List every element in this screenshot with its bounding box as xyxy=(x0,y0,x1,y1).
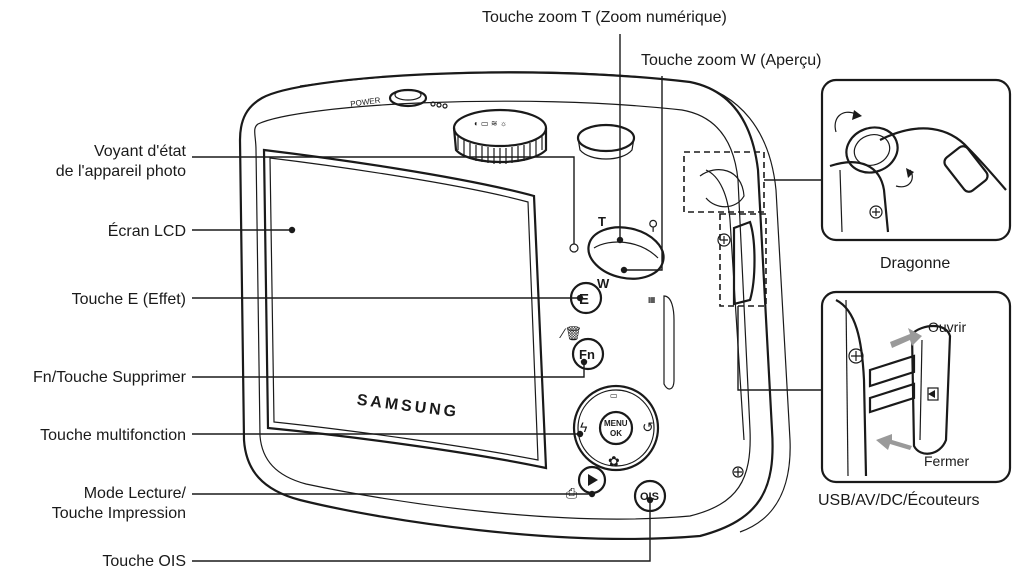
flash-icon: ϟ xyxy=(580,419,588,435)
zoom-w-mark: W xyxy=(597,276,610,291)
playback-label-line2: Touche Impression xyxy=(52,505,186,522)
status-lamp-leader xyxy=(192,156,575,244)
close-label: Fermer xyxy=(924,453,969,469)
side-grip xyxy=(663,295,675,390)
e-button-label: Touche E (Effet) xyxy=(72,291,186,308)
strap-eyelet xyxy=(699,169,745,208)
close-arrow xyxy=(876,434,912,450)
zoom-rocker[interactable]: T W ⚲ ▦ xyxy=(584,214,669,304)
ports-dashed-box xyxy=(719,213,767,307)
ois-leader xyxy=(192,500,651,562)
self-timer-icon: ↺ xyxy=(642,419,654,435)
trash-icon: ⁄🗑 xyxy=(559,325,582,341)
status-lamp-label-line1: Voyant d'état xyxy=(94,143,187,160)
open-arrow xyxy=(890,328,922,348)
ports-inset xyxy=(820,290,1012,484)
screw xyxy=(732,466,744,478)
menu-key-line1: MENU xyxy=(604,419,628,428)
fn-button-leader xyxy=(192,362,585,378)
zoom-w-label: Touche zoom W (Aperçu) xyxy=(641,52,822,69)
svg-text:Fn: Fn xyxy=(579,347,595,362)
print-icon: ⎙ xyxy=(566,485,577,501)
status-lamp xyxy=(569,243,579,253)
fn-button[interactable]: Fn xyxy=(571,337,605,371)
playback-button[interactable]: ⎙ xyxy=(566,465,607,501)
multifunction-pad[interactable]: MENU OK ▭ ϟ ↺ ✿ xyxy=(572,384,660,472)
open-label: Ouvrir xyxy=(928,319,966,335)
status-lamp-label-line2: de l'appareil photo xyxy=(56,163,186,180)
svg-text:◐ ▭ ≋ ☼: ◐ ▭ ≋ ☼ xyxy=(474,119,507,128)
strap-label: Dragonne xyxy=(880,255,950,272)
port-door[interactable] xyxy=(717,220,756,306)
ports-connector xyxy=(737,306,822,391)
multi-button-label: Touche multifonction xyxy=(40,427,186,444)
svg-text:E: E xyxy=(579,291,589,308)
zoom-w-leader xyxy=(624,76,663,271)
shutter-button[interactable] xyxy=(576,123,636,160)
brand-logo: SAMSUNG xyxy=(356,392,460,421)
strap-inset xyxy=(820,78,1012,242)
display-icon: ▭ xyxy=(610,391,618,400)
power-label: POWER xyxy=(350,96,381,109)
camera-body xyxy=(238,71,791,540)
mode-dial[interactable]: ◐ ▭ ≋ ☼ xyxy=(452,108,548,164)
zoom-t-label: Touche zoom T (Zoom numérique) xyxy=(482,9,727,26)
playback-label-line1: Mode Lecture/ xyxy=(84,485,187,502)
strap-dashed-box xyxy=(683,151,765,213)
thumbnail-icon: ▦ xyxy=(648,295,656,304)
zoom-t-mark: T xyxy=(598,214,606,229)
power-button[interactable] xyxy=(388,88,448,109)
macro-icon: ✿ xyxy=(608,453,620,469)
magnifier-icon: ⚲ xyxy=(648,217,658,233)
menu-key-line2: OK xyxy=(610,429,622,438)
fn-button-label: Fn/Touche Supprimer xyxy=(33,369,187,386)
lcd-label: Écran LCD xyxy=(108,221,186,240)
lcd-screen xyxy=(262,148,548,470)
ports-label: USB/AV/DC/Écouteurs xyxy=(818,490,980,509)
ois-label: Touche OIS xyxy=(102,553,186,570)
